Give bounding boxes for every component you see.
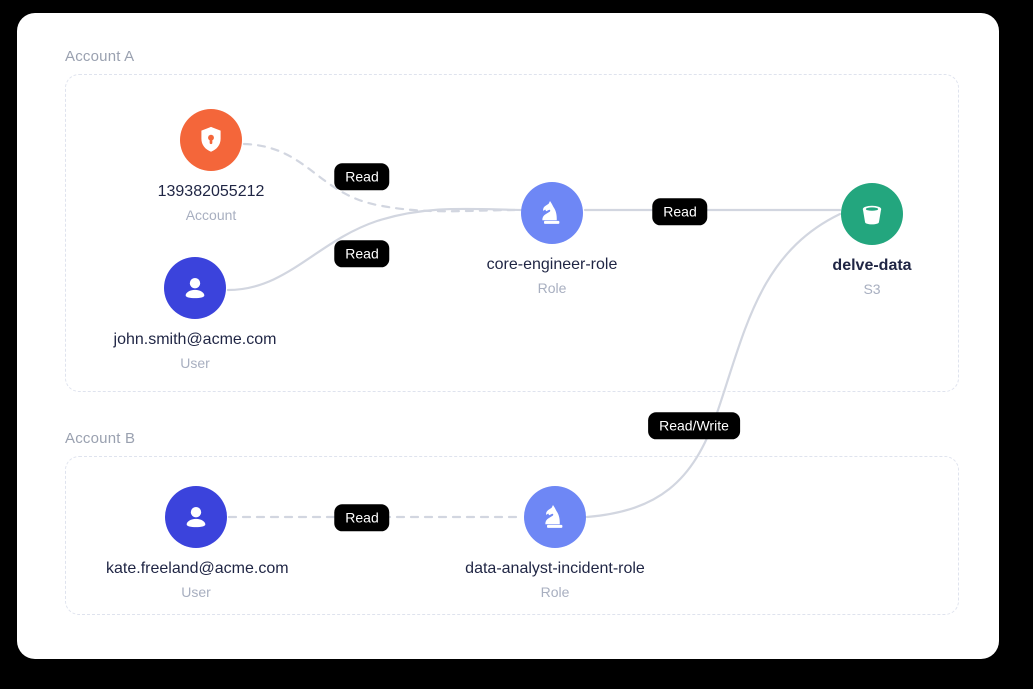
group-title-account-b: Account B [65, 430, 136, 447]
node-subtitle: User [180, 355, 210, 372]
group-title-account-a: Account A [65, 48, 135, 65]
node-title: john.smith@acme.com [113, 331, 277, 348]
node-user-kate-freeland[interactable]: kate.freeland@acme.com User [106, 486, 289, 601]
group-box-account-a [65, 74, 959, 392]
node-title: kate.freeland@acme.com [106, 560, 289, 577]
node-account-139382055212[interactable]: 139382055212 Account [121, 109, 301, 224]
edge-label-analyst-role-to-bucket[interactable]: Read/Write [648, 412, 740, 440]
diagram-card: Account A Account B [17, 13, 999, 659]
bucket-icon [841, 183, 903, 245]
user-icon [165, 486, 227, 548]
node-subtitle: User [181, 584, 211, 601]
knight-chess-icon [521, 182, 583, 244]
node-role-core-engineer[interactable]: core-engineer-role Role [462, 182, 642, 297]
node-subtitle: Role [537, 280, 567, 297]
node-title: 139382055212 [157, 183, 265, 200]
node-title: data-analyst-incident-role [465, 560, 645, 577]
node-user-john-smith[interactable]: john.smith@acme.com User [105, 257, 285, 372]
node-subtitle: Role [540, 584, 570, 601]
node-title: core-engineer-role [486, 256, 618, 273]
node-bucket-delve-data[interactable]: delve-data S3 [782, 183, 962, 298]
edge-label-core-role-to-bucket[interactable]: Read [652, 198, 708, 226]
shield-lock-icon [180, 109, 242, 171]
node-subtitle: Account [185, 207, 237, 224]
node-title: delve-data [832, 257, 912, 274]
node-subtitle: S3 [863, 281, 881, 298]
node-role-data-analyst-incident[interactable]: data-analyst-incident-role Role [465, 486, 645, 601]
edge-label-account-to-core-role[interactable]: Read [334, 163, 390, 191]
user-icon [164, 257, 226, 319]
edge-label-kate-to-analyst-role[interactable]: Read [334, 504, 390, 532]
edge-label-john-to-core-role[interactable]: Read [334, 240, 390, 268]
knight-chess-icon [524, 486, 586, 548]
group-box-account-b [65, 456, 959, 615]
